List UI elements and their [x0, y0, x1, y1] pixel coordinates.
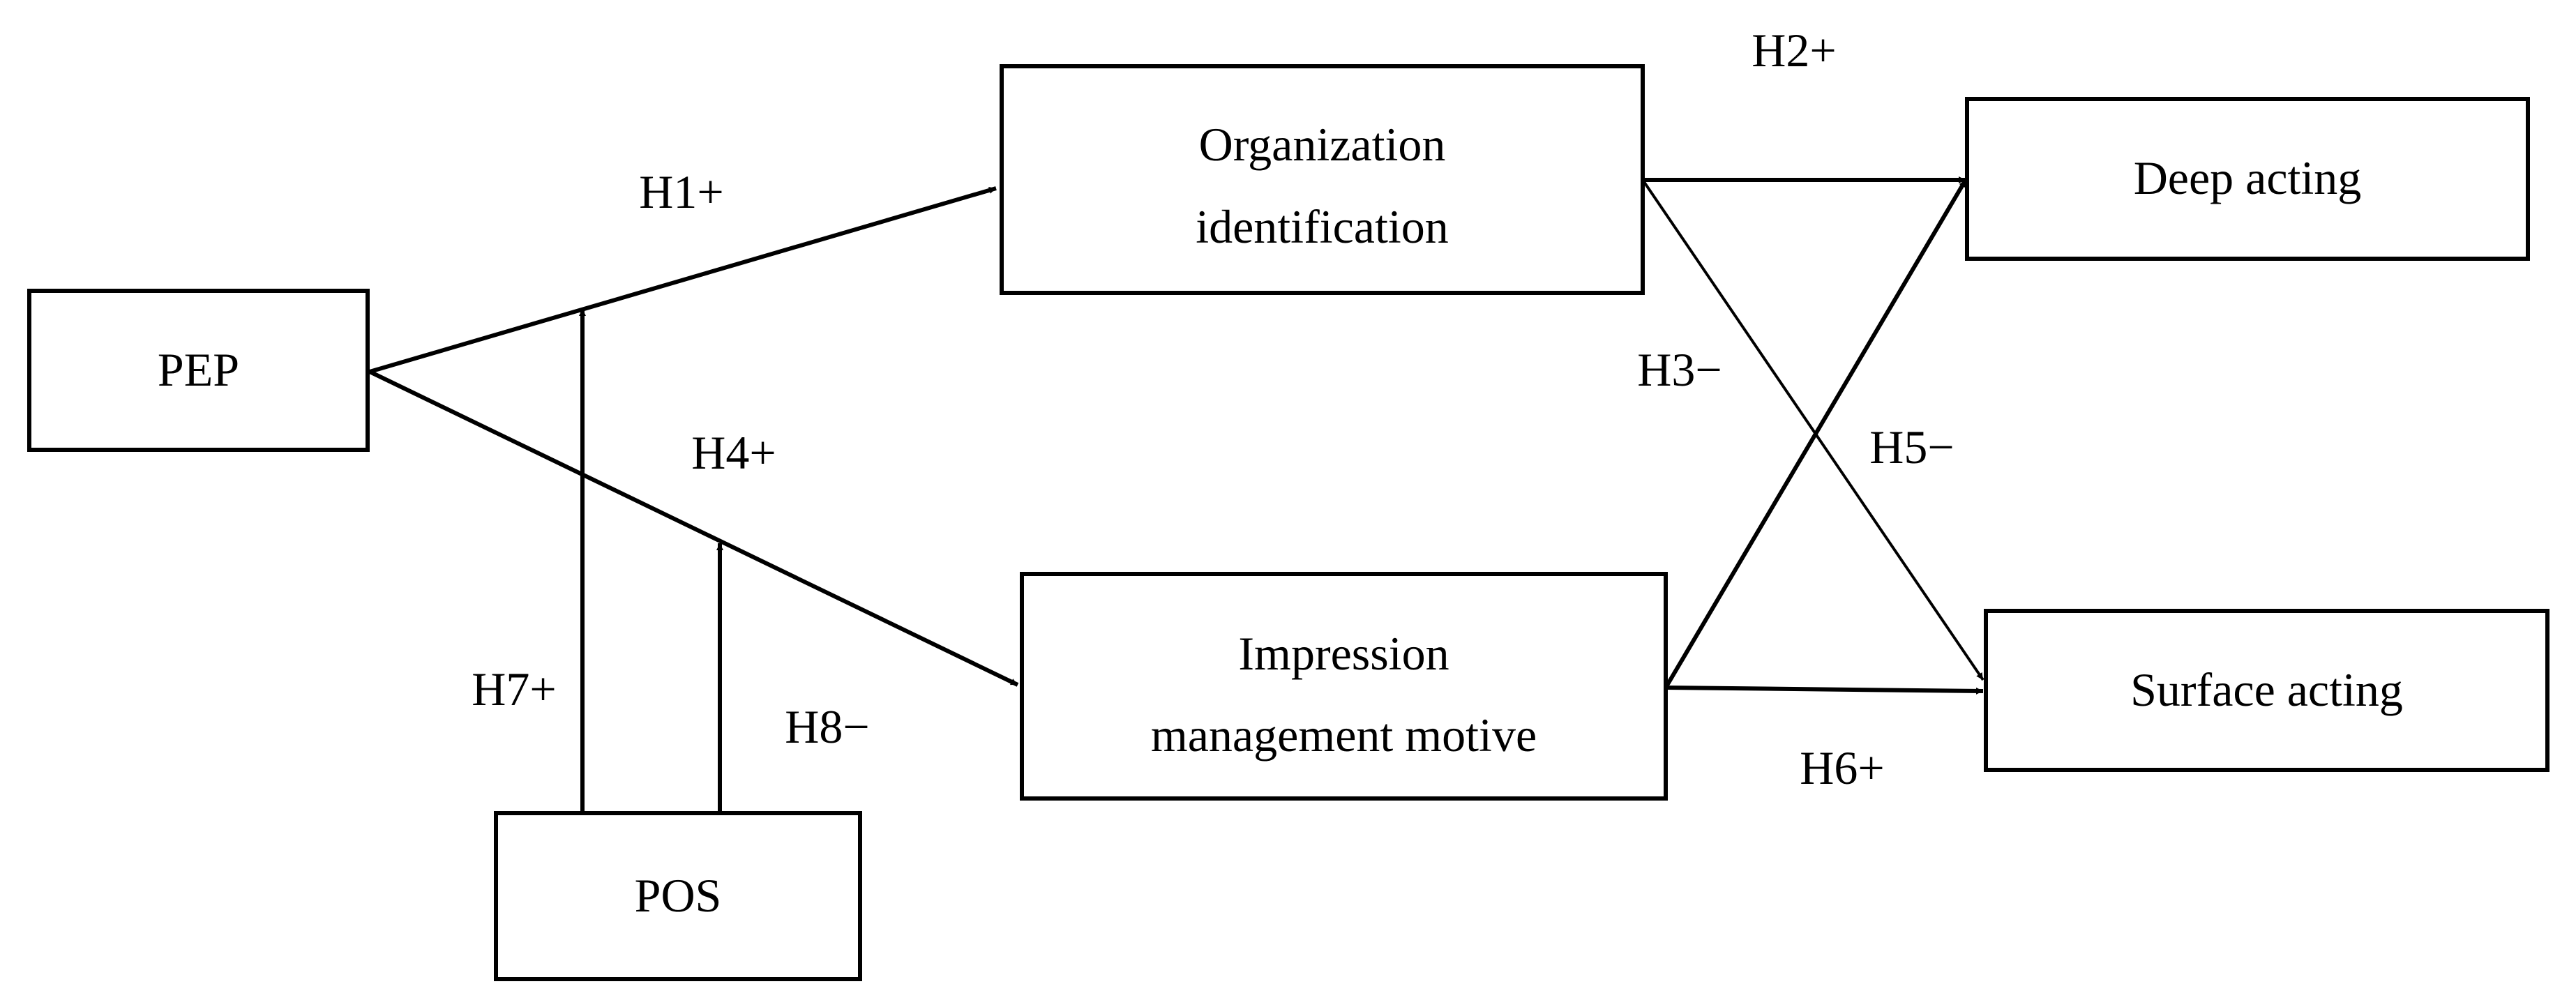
- node-impression-management-motive-line-2: management motive: [1151, 709, 1537, 762]
- node-pos-box: [494, 811, 862, 981]
- node-pos: POS: [494, 811, 862, 981]
- edge-label-h2: H2+: [1752, 24, 1836, 77]
- edge-h1-pep-to-organization-identification: [369, 186, 997, 374]
- node-pos-label: POS: [635, 869, 722, 922]
- edge-h3-organization-identification-to-surface-acting: [1641, 179, 1984, 681]
- node-deep-acting-box: [1965, 97, 2530, 261]
- node-impression-management-motive-box: [1020, 572, 1668, 801]
- edge-label-h8: H8−: [785, 700, 869, 753]
- edge-h6-impression-management-motive-to-surface-acting: [1665, 686, 1984, 695]
- edge-label-h5: H5−: [1869, 421, 1954, 474]
- node-organization-identification-line-1: Organization: [1199, 118, 1446, 171]
- node-pep: PEP: [27, 289, 370, 452]
- node-pep-box: [27, 289, 370, 452]
- node-surface-acting-label: Surface acting: [2130, 663, 2403, 716]
- node-organization-identification: Organization identification: [1000, 64, 1645, 295]
- node-pep-label: PEP: [158, 343, 239, 396]
- edge-label-h4: H4+: [691, 426, 776, 479]
- node-impression-management-motive-line-1: Impression: [1238, 627, 1449, 680]
- node-organization-identification-line-2: identification: [1196, 200, 1449, 253]
- node-deep-acting: Deep acting: [1965, 97, 2530, 261]
- edges: [368, 176, 1984, 813]
- edge-label-h6: H6+: [1800, 741, 1884, 794]
- edge-label-h1: H1+: [639, 165, 723, 218]
- edge-label-h3: H3−: [1637, 343, 1722, 396]
- node-surface-acting-box: [1984, 609, 2549, 772]
- edge-h4-pep-to-impression-management-motive: [368, 370, 1019, 687]
- node-impression-management-motive: Impression management motive: [1020, 572, 1668, 801]
- edge-labels: H1+ H2+ H3− H4+ H5− H6+ H7+ H8−: [472, 24, 1954, 794]
- node-deep-acting-label: Deep acting: [2134, 151, 2362, 204]
- nodes: PEP Organization identification Impressi…: [27, 64, 2549, 981]
- edge-label-h7: H7+: [472, 662, 556, 716]
- edge-h5-impression-management-motive-to-deep-acting: [1664, 179, 1968, 689]
- node-organization-identification-box: [1000, 64, 1645, 295]
- node-surface-acting: Surface acting: [1984, 609, 2549, 772]
